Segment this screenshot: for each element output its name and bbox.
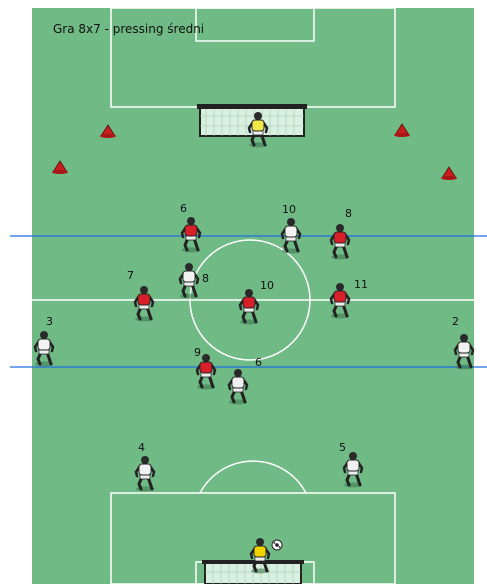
top-goal: [197, 104, 307, 136]
player-number: 2: [452, 315, 459, 328]
pitch-surface: [32, 8, 474, 584]
player-number: 7: [127, 269, 134, 282]
player-number: 4: [138, 441, 145, 454]
player-number: 9: [194, 346, 201, 359]
player-number: 10: [260, 279, 274, 292]
diagram-title: Gra 8x7 - pressing średni: [53, 22, 204, 36]
player-number: 6: [255, 356, 262, 369]
player-number: 8: [345, 207, 352, 220]
player-number: 5: [339, 441, 346, 454]
player-number: 3: [46, 315, 53, 328]
player-number: 6: [180, 202, 187, 215]
player-number: 11: [354, 278, 368, 291]
player-number: 8: [202, 272, 209, 285]
player-number: 10: [282, 203, 296, 216]
ball-icon: [272, 540, 282, 550]
